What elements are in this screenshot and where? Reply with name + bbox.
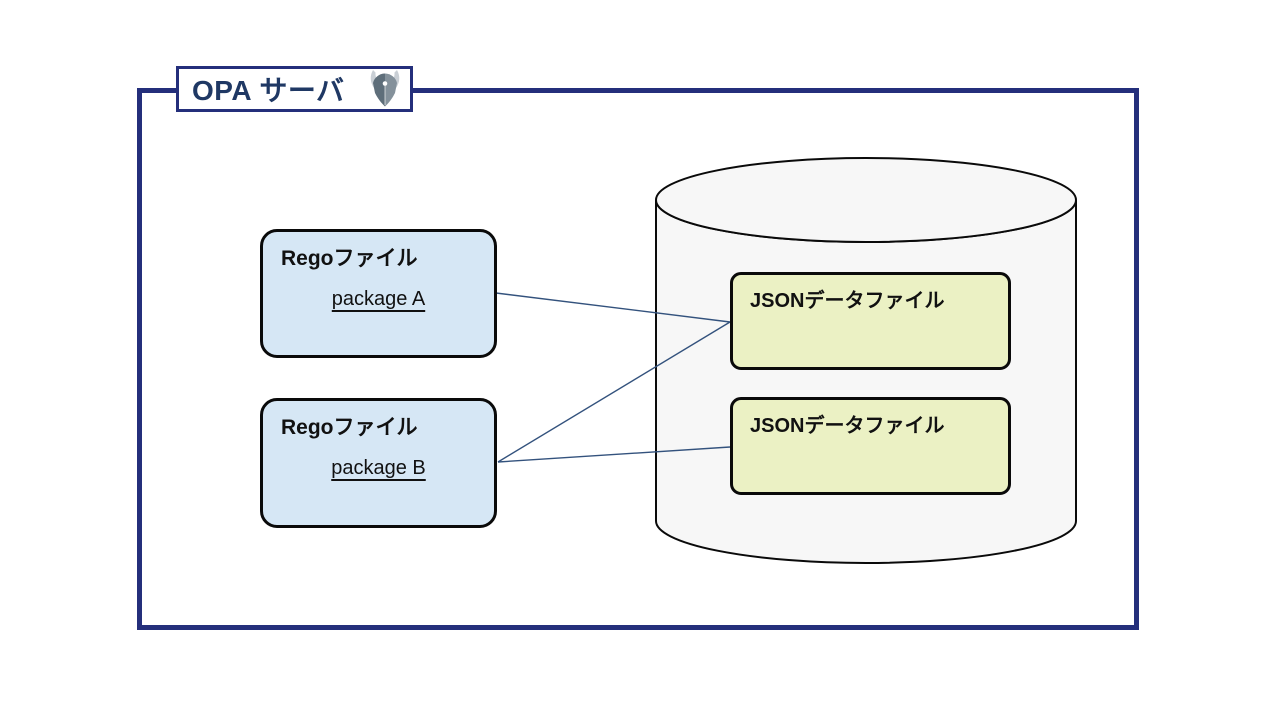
opa-server-frame — [137, 88, 1139, 630]
opa-server-title-box: OPA サーバ — [176, 66, 413, 112]
json-box-2-title: JSONデータファイル — [750, 415, 945, 437]
package-a-label: package A — [331, 288, 426, 310]
rego-box-a-title: Regoファイル — [281, 247, 418, 270]
rego-file-box-a: Regoファイル package A — [260, 229, 497, 358]
package-b-label: package B — [331, 457, 426, 479]
json-data-file-box-1: JSONデータファイル — [730, 272, 1011, 370]
rego-box-b-title: Regoファイル — [281, 416, 418, 439]
rego-file-box-b: Regoファイル package B — [260, 398, 497, 528]
json-box-1-title: JSONデータファイル — [750, 290, 945, 312]
opa-logo-icon — [370, 70, 399, 107]
connector-packageA-json1 — [495, 292, 731, 323]
connector-packageB-json2 — [497, 446, 731, 463]
json-data-file-box-2: JSONデータファイル — [730, 397, 1011, 495]
opa-server-title: OPA サーバ — [192, 75, 345, 106]
connector-lines — [495, 292, 731, 463]
connector-packageB-json1 — [497, 321, 731, 463]
